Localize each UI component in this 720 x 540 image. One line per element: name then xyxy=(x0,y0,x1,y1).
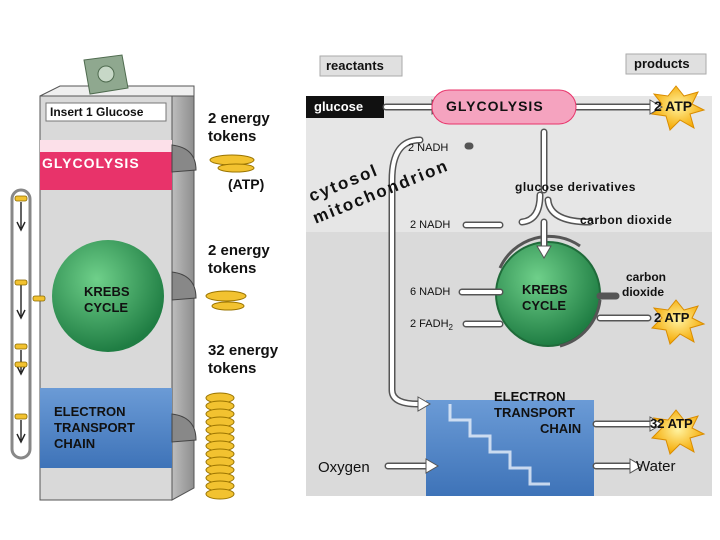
krebs-stage-label-2: CYCLE xyxy=(84,300,129,315)
energy-token-icon xyxy=(205,154,255,311)
glycolysis-label: GLYCOLYSIS xyxy=(446,98,544,114)
krebs-tokens-label-1: 2 energy xyxy=(208,242,270,259)
etc-block-left xyxy=(40,388,172,468)
token-stack-icon xyxy=(205,392,235,500)
nadh-krebs-label: 6 NADH xyxy=(410,286,451,298)
etc-block-right xyxy=(426,400,594,496)
dollar-bill-icon xyxy=(83,54,129,95)
dispenser-cup-icon xyxy=(171,144,197,443)
reactants-label: reactants xyxy=(326,58,384,73)
left-flow-arrows xyxy=(16,202,26,444)
insert-glucose-label: Insert 1 Glucose xyxy=(50,105,144,119)
etc-tokens-label-1: 32 energy xyxy=(208,342,279,359)
glucose-derivatives-label: glucose derivatives xyxy=(515,180,636,194)
glycolysis-tokens-label-2: tokens xyxy=(208,128,257,145)
krebs-atp-label: 2 ATP xyxy=(654,310,690,325)
glucose-label: glucose xyxy=(314,99,364,114)
nadh-mid-label: 2 NADH xyxy=(410,219,451,231)
glycolysis-pill xyxy=(431,89,577,125)
water-label: Water xyxy=(636,458,676,475)
glucose-box xyxy=(306,96,384,118)
etc-stage-label-3: CHAIN xyxy=(54,436,96,451)
krebs-label-right-2: CYCLE xyxy=(522,298,567,313)
etc-stage-label-1: ELECTRON xyxy=(54,404,126,419)
krebs-label-right-1: KREBS xyxy=(522,282,568,297)
etc-label-right-3: CHAIN xyxy=(540,421,582,436)
krebs-tokens-label-2: tokens xyxy=(208,260,257,277)
glycolysis-stage-label: GLYCOLYSIS xyxy=(42,155,140,171)
etc-label-right-1: ELECTRON xyxy=(494,389,566,404)
etc-atp-label: 32 ATP xyxy=(650,416,693,431)
atp-note: (ATP) xyxy=(228,176,265,192)
glycolysis-tokens-label-1: 2 energy xyxy=(208,110,270,127)
etc-tokens-label-2: tokens xyxy=(208,360,257,377)
carbon-dioxide-label-2b: dioxide xyxy=(622,285,665,299)
atp-star-icon xyxy=(650,85,706,455)
fadh-label: 2 FADH2 xyxy=(410,318,453,333)
vending-machine xyxy=(10,85,195,501)
glycolysis-atp-label: 2 ATP xyxy=(654,98,693,114)
oxygen-label: Oxygen xyxy=(318,459,370,476)
small-token-marks xyxy=(14,195,46,420)
carbon-dioxide-label-2a: carbon xyxy=(626,270,667,284)
krebs-stage-label-1: KREBS xyxy=(84,284,130,299)
products-label: products xyxy=(634,56,690,71)
nadh-top-label: 2 NADH xyxy=(408,142,449,154)
carbon-dioxide-label-1: carbon dioxide xyxy=(580,213,673,227)
etc-label-right-2: TRANSPORT xyxy=(494,405,575,420)
etc-stage-label-2: TRANSPORT xyxy=(54,420,135,435)
krebs-circle-left xyxy=(52,240,164,352)
